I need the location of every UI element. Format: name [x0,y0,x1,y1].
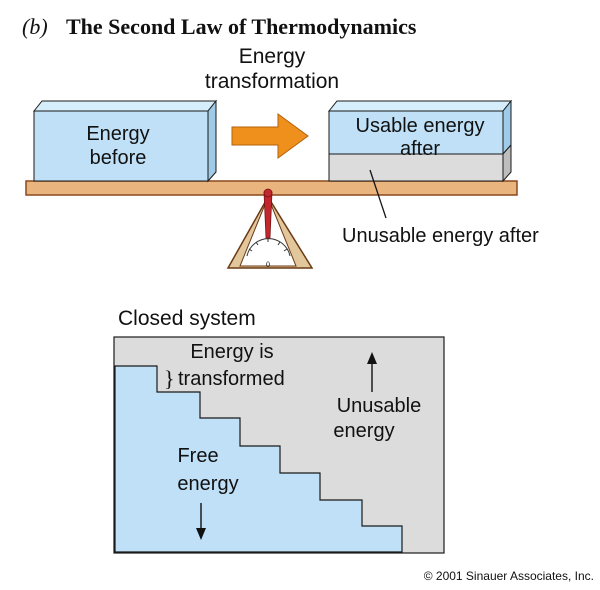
free-line2: energy [177,473,238,495]
energy-after-box [327,99,513,183]
gauge-dial: 0 [246,238,291,269]
panel-letter: (b) [22,14,48,39]
closed-system-box [113,336,445,554]
energy-before-line1: Energy [86,123,149,145]
unusable-leader-line [369,169,387,219]
brace-icon: } [164,366,175,391]
transformation-arrow-icon [231,113,309,159]
up-arrow-icon [367,352,377,392]
usable-after-line1: Usable energy [356,115,485,137]
balance-needle [263,188,273,239]
usable-after-line2: after [400,138,440,160]
down-arrow-icon [196,503,206,540]
figure-title: The Second Law of Thermodynamics [66,14,417,39]
unusable-line2: energy [333,420,394,442]
free-line1: Free [177,445,218,467]
transformed-line2: transformed [178,368,285,390]
energy-before-box [32,99,218,183]
closed-system-title: Closed system [118,307,256,330]
unusable-after-label: Unusable energy after [342,225,539,247]
energy-before-line2: before [90,147,147,169]
gauge-zero-label: 0 [266,260,270,269]
copyright-notice: © 2001 Sinauer Associates, Inc. [424,569,594,583]
transformation-label-line2: transformation [205,70,339,93]
transformed-line1: Energy is [190,341,273,363]
unusable-line1: Unusable [337,395,422,417]
unusable-energy-block [328,153,504,182]
free-energy-staircase [114,365,403,553]
transformation-label-line1: Energy [239,45,306,68]
